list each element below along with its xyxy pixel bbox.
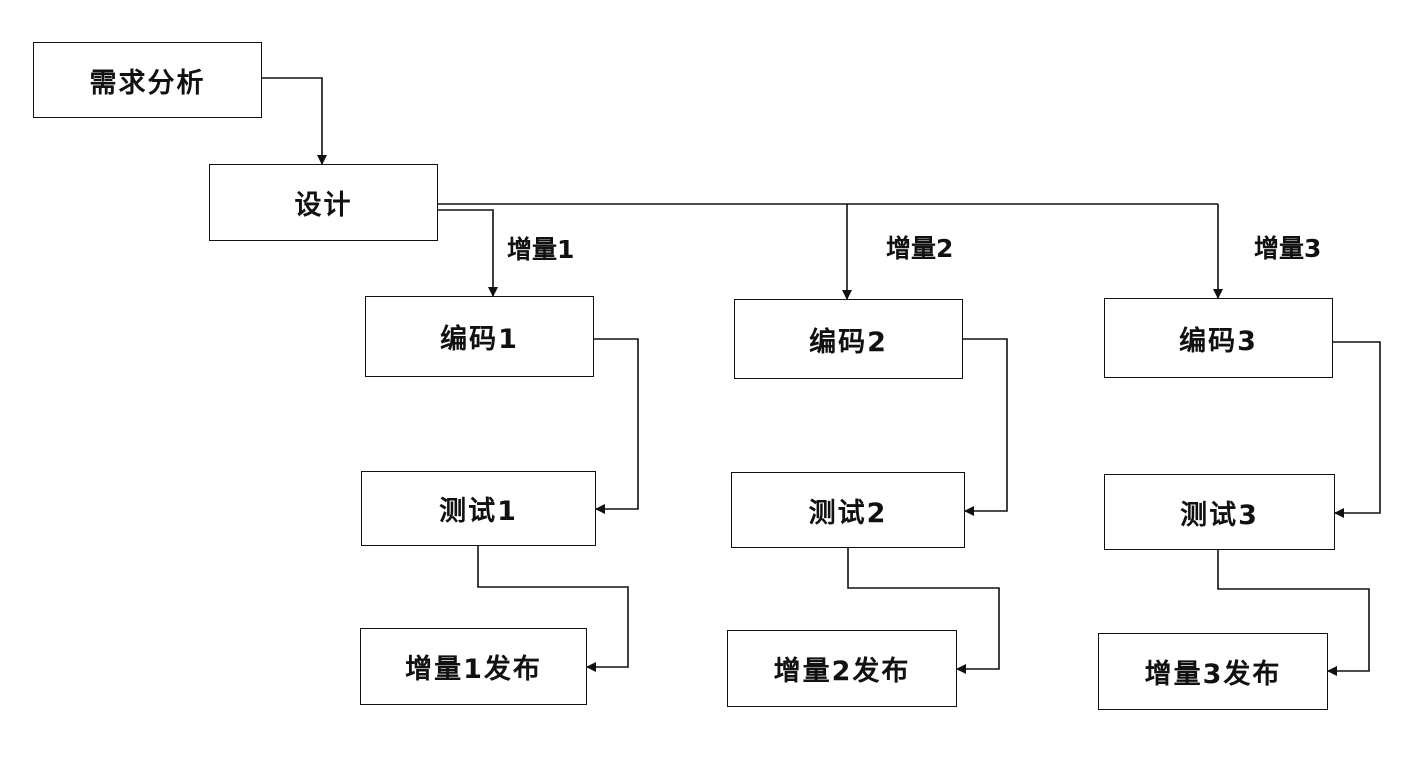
arrow-test-2-to-release-2 [847,548,1000,674]
node-test-2-label: 测试2 [808,497,888,529]
node-design-label: 设计 [294,190,353,221]
node-coding-3-label: 编码3 [1179,325,1258,357]
node-test-3: 测试3 [1104,474,1335,550]
arrow-test-3-to-release-3 [1217,550,1370,676]
node-design: 设计 [209,164,438,241]
increment-2-label: 增量2 [886,234,954,263]
node-test-2: 测试2 [731,472,965,548]
node-release-1: 增量1发布 [360,628,587,705]
arrow-coding-3-to-test-3 [1333,341,1381,518]
node-release-2: 增量2发布 [727,630,957,707]
node-release-3-label: 增量3发布 [1144,659,1282,690]
arrow-requirements-to-design [262,77,327,165]
arrow-test-1-to-release-1 [477,546,629,672]
increment-1-label: 增量1 [507,235,575,264]
arrow-design-to-coding-1 [438,209,498,297]
increment-3-label: 增量3 [1254,234,1322,263]
node-test-3-label: 测试3 [1180,499,1259,531]
node-coding-2: 编码2 [734,299,963,379]
node-test-1: 测试1 [361,471,596,546]
node-requirements-analysis: 需求分析 [33,42,262,118]
node-release-2-label: 增量2发布 [773,656,911,687]
node-coding-1-label: 编码1 [440,324,519,355]
node-release-1-label: 增量1发布 [405,654,542,685]
arrow-coding-2-to-test-2 [963,338,1008,516]
node-coding-3: 编码3 [1104,298,1333,378]
arrow-coding-1-to-test-1 [594,338,639,514]
node-coding-2-label: 编码2 [809,326,888,358]
node-coding-1: 编码1 [365,296,594,377]
node-test-1-label: 测试1 [439,496,518,527]
node-requirements-analysis-label: 需求分析 [89,67,206,99]
node-release-3: 增量3发布 [1098,633,1328,710]
